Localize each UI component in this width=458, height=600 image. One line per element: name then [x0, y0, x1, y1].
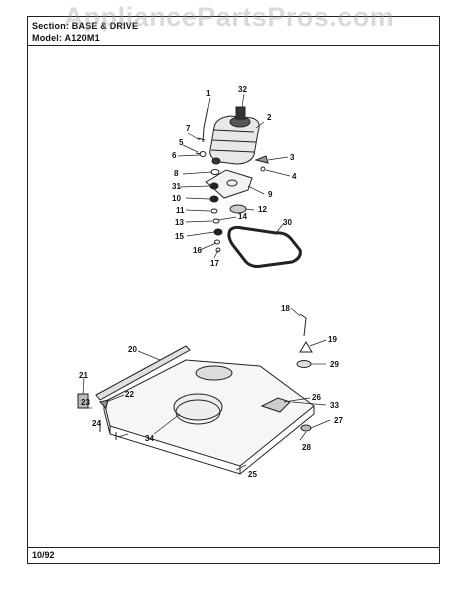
callout-17: 17: [210, 259, 219, 268]
footer-rule: [28, 547, 439, 548]
callout-31: 31: [172, 182, 181, 191]
callout-10: 10: [172, 194, 181, 203]
callout-33: 33: [330, 401, 339, 410]
callout-18: 18: [281, 304, 290, 313]
callout-24: 24: [92, 419, 101, 428]
part-18: [299, 313, 307, 337]
callout-30: 30: [283, 218, 292, 227]
callout-29: 29: [330, 360, 339, 369]
callout-11: 11: [176, 206, 185, 215]
diagram-frame: Section: BASE & DRIVE Model: A120M1 10/9…: [27, 16, 440, 564]
callout-7: 7: [186, 124, 191, 133]
callout-5: 5: [179, 138, 184, 147]
callout-21: 21: [79, 371, 88, 380]
callout-9: 9: [268, 190, 273, 199]
header-rule: [28, 45, 439, 46]
callout-26: 26: [312, 393, 321, 402]
support-rail: [95, 345, 191, 401]
drive-belt: [227, 225, 302, 268]
callout-15: 15: [175, 232, 184, 241]
callout-12: 12: [258, 205, 267, 214]
leader-lines: [82, 93, 331, 471]
callout-1: 1: [206, 89, 211, 98]
callout-19: 19: [328, 335, 337, 344]
section-title: Section: BASE & DRIVE: [32, 21, 139, 31]
drive-motor: [209, 106, 260, 165]
callout-14: 14: [238, 212, 247, 221]
part-3: [254, 155, 269, 164]
callout-34: 34: [145, 434, 154, 443]
pulley-stack: [209, 157, 223, 253]
callout-27: 27: [334, 416, 343, 425]
callout-16: 16: [193, 246, 202, 255]
washer-base: [103, 359, 315, 475]
part-27: [300, 424, 312, 432]
motor-mount-plate: [205, 169, 253, 199]
watermark: AppliancePartsPros.com: [63, 2, 395, 32]
revision-date: 10/92: [32, 550, 55, 560]
callout-20: 20: [128, 345, 137, 354]
callout-25: 25: [248, 470, 257, 479]
callout-8: 8: [174, 169, 179, 178]
callout-2: 2: [267, 113, 272, 122]
callout-32: 32: [238, 85, 247, 94]
part-4: [260, 166, 266, 172]
callout-3: 3: [290, 153, 295, 162]
callout-22: 22: [125, 390, 134, 399]
model-title: Model: A120M1: [32, 33, 100, 43]
callout-13: 13: [175, 218, 184, 227]
callout-4: 4: [292, 172, 297, 181]
callout-6: 6: [172, 151, 177, 160]
callout-28: 28: [302, 443, 311, 452]
part-19: [299, 341, 313, 353]
callout-23: 23: [81, 398, 90, 407]
rod: [202, 107, 209, 143]
part-29: [296, 360, 312, 368]
